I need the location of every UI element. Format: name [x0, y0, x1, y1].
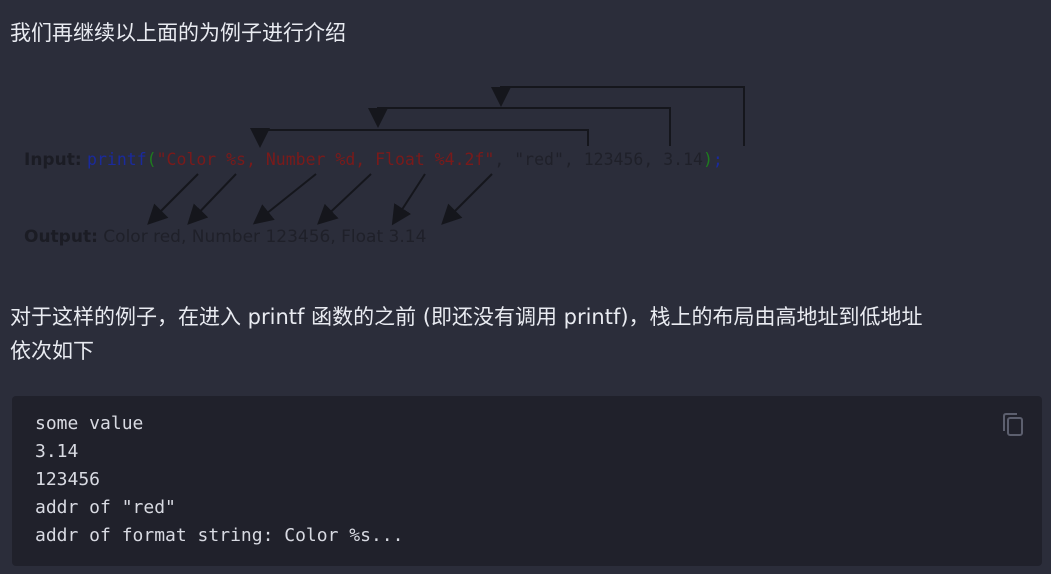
code-line: 3.14 — [35, 441, 79, 462]
open-paren: ( — [146, 150, 157, 169]
semicolon: ; — [712, 150, 723, 169]
arrow-s — [187, 173, 237, 225]
call-arguments: , "red", 123456, 3.14 — [494, 150, 703, 169]
diagram-arrows — [147, 86, 745, 226]
intro-paragraph: 我们再继续以上面的为例子进行介绍 — [10, 21, 346, 45]
code-line: 123456 — [35, 469, 101, 490]
arrow-float — [391, 173, 426, 226]
copy-button[interactable] — [1000, 410, 1026, 440]
input-line: Input: printf("Color %s, Number %d, Floa… — [24, 150, 723, 170]
close-paren: ) — [702, 150, 713, 169]
code-line: some value — [35, 413, 144, 434]
body-paragraph-line1: 对于这样的例子，在进入 printf 函数的之前 (即还没有调用 printf)… — [10, 305, 923, 329]
arrow-f — [441, 173, 493, 225]
body-paragraph-line2: 依次如下 — [10, 339, 94, 363]
arrow-float-bracket — [491, 86, 745, 146]
arrow-string-bracket — [250, 128, 589, 148]
format-string: "Color %s, Number %d, Float %4.2f" — [156, 150, 495, 169]
input-label: Input: — [24, 150, 82, 170]
output-label: Output: — [24, 227, 98, 247]
printf-diagram: Input: printf("Color %s, Number %d, Floa… — [14, 78, 814, 268]
code-line: addr of "red" — [35, 497, 176, 518]
output-line: Output: Color red, Number 123456, Float … — [24, 227, 426, 247]
arrow-number — [252, 173, 317, 225]
output-value: Color red, Number 123456, Float 3.14 — [103, 227, 427, 247]
arrow-number-bracket — [368, 107, 671, 146]
arrow-d — [317, 173, 372, 225]
arrow-color — [147, 173, 199, 225]
code-line: addr of format string: Color %s... — [35, 525, 404, 546]
copy-icon — [1003, 413, 1023, 436]
code-block: some value 3.14 123456 addr of "red" add… — [12, 396, 1042, 566]
printf-token: printf — [87, 150, 147, 169]
